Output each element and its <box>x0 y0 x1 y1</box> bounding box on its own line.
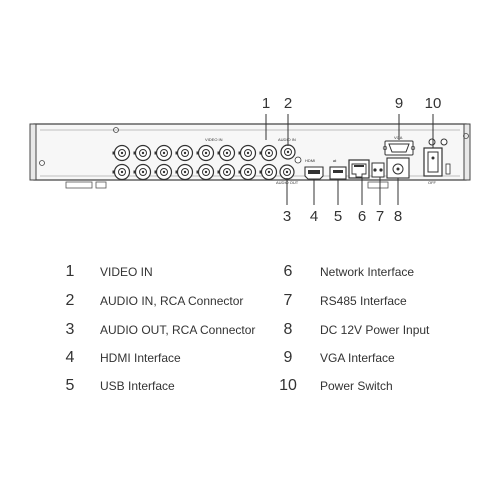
chassis-foot <box>65 181 93 189</box>
legend-number: 4 <box>65 349 75 366</box>
legend-label: RS485 Interface <box>320 294 407 308</box>
bnc-connector <box>259 144 278 162</box>
hdmi-panel-text: HDMI <box>305 158 315 163</box>
callout-number-3: 3 <box>282 208 292 225</box>
rs485-terminal <box>371 162 385 178</box>
off-panel-text: OFF <box>428 180 437 185</box>
power-switch <box>423 138 451 177</box>
rear-panel-svg: VIDEO IN AUDIO IN AUDIO OUT HDMI ⇌ <box>29 114 471 205</box>
bnc-connector <box>154 163 173 181</box>
hdmi-port-contacts <box>308 170 320 174</box>
bnc-connector <box>217 163 236 181</box>
callout-number-4: 4 <box>309 208 319 225</box>
legend-number: 1 <box>65 263 75 280</box>
audio-in-rca-connector <box>280 144 296 160</box>
legend-label: AUDIO OUT, RCA Connector <box>100 323 256 337</box>
video-in-bnc-group <box>112 144 278 181</box>
bnc-connector <box>238 163 257 181</box>
callout-number-5: 5 <box>333 208 343 225</box>
callout-number-2: 2 <box>283 95 293 112</box>
bnc-connector <box>112 163 131 181</box>
ground-screw <box>294 156 302 164</box>
network-rj45-port <box>348 159 370 179</box>
callout-number-8: 8 <box>393 208 403 225</box>
audio-out-rca-connector <box>279 164 295 180</box>
bnc-connector <box>217 144 236 162</box>
legend-label: VGA Interface <box>320 351 395 365</box>
legend-label: AUDIO IN, RCA Connector <box>100 294 244 308</box>
usb-symbol: ⇌ <box>333 158 337 163</box>
legend-label: Network Interface <box>320 265 415 279</box>
dc-12v-power-jack <box>386 157 410 179</box>
bnc-connector <box>238 144 257 162</box>
video-in-panel-text: VIDEO IN <box>205 137 223 142</box>
rear-panel-diagram: VIDEO IN AUDIO IN AUDIO OUT HDMI ⇌ <box>0 0 500 240</box>
callout-leader-lines <box>265 114 434 205</box>
bnc-connector <box>175 144 194 162</box>
callout-number-10: 10 <box>424 95 442 112</box>
bnc-connector <box>154 144 173 162</box>
vga-port <box>382 140 416 156</box>
legend-number: 5 <box>65 377 75 394</box>
legend: 1 VIDEO IN 2 AUDIO IN, RCA Connector 3 A… <box>0 258 500 398</box>
vga-panel-text: VGA <box>394 135 403 140</box>
legend-number: 9 <box>283 349 293 366</box>
audio-in-panel-text: AUDIO IN <box>278 137 296 142</box>
bnc-connector <box>196 163 215 181</box>
chassis-foot <box>95 181 107 189</box>
callout-number-7: 7 <box>375 208 385 225</box>
legend-label: DC 12V Power Input <box>320 323 430 337</box>
legend-number: 8 <box>283 321 293 338</box>
legend-number: 3 <box>65 321 75 338</box>
usb-port-contact <box>333 170 343 173</box>
legend-number: 2 <box>65 292 75 309</box>
bnc-connector <box>175 163 194 181</box>
bnc-connector <box>112 144 131 162</box>
bnc-connector <box>133 163 152 181</box>
bnc-connector <box>133 144 152 162</box>
legend-label: VIDEO IN <box>100 265 153 279</box>
legend-number: 7 <box>283 292 293 309</box>
legend-number: 10 <box>279 377 297 394</box>
legend-label: Power Switch <box>320 379 393 393</box>
legend-label: HDMI Interface <box>100 351 181 365</box>
bnc-connector <box>259 163 278 181</box>
chassis-foot <box>367 181 389 189</box>
callout-number-6: 6 <box>357 208 367 225</box>
callout-number-9: 9 <box>394 95 404 112</box>
bnc-connector <box>196 144 215 162</box>
callout-number-1: 1 <box>261 95 271 112</box>
legend-number: 6 <box>283 263 293 280</box>
legend-label: USB Interface <box>100 379 175 393</box>
